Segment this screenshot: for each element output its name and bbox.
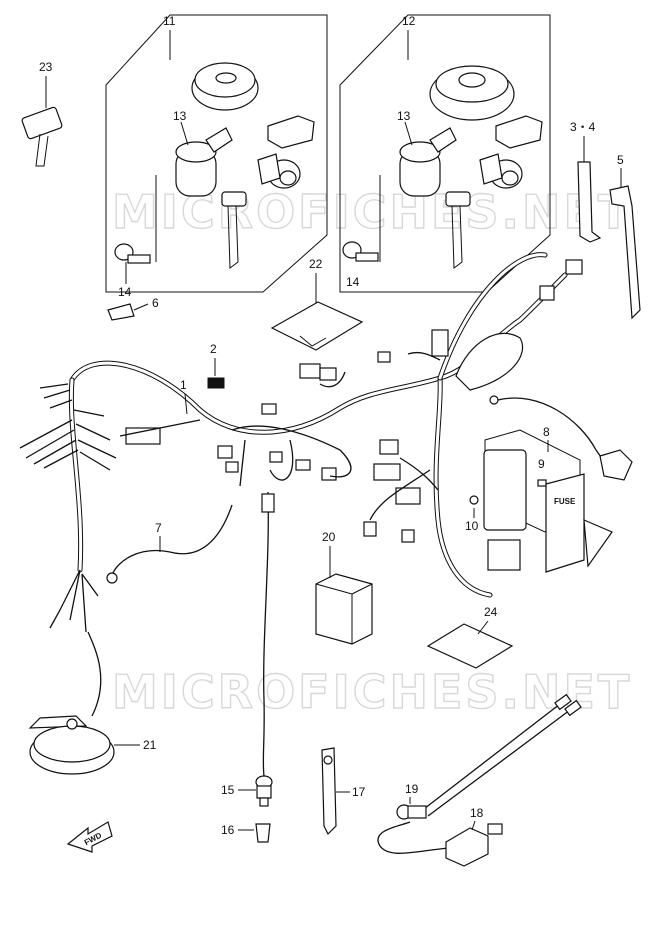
ignition-switch-set-12 [339, 14, 551, 293]
callout-10: 10 [465, 519, 479, 533]
callout-13-right: 13 [397, 109, 411, 123]
callout-2: 2 [210, 342, 217, 356]
watermark-bottom: MICROFICHES.NET [112, 665, 632, 719]
callout-14-left: 14 [118, 285, 132, 299]
callout-21: 21 [143, 738, 157, 752]
fuse-label: FUSE [554, 497, 576, 506]
sensor-19 [396, 804, 427, 820]
callout-16: 16 [221, 823, 235, 837]
ignition-switch-set-11 [105, 14, 328, 293]
callout-17: 17 [352, 785, 366, 799]
callout-9: 9 [538, 457, 545, 471]
callout-5: 5 [617, 153, 624, 167]
callout-18: 18 [470, 806, 484, 820]
bolt-14-right [342, 241, 379, 262]
relay-20 [315, 573, 373, 645]
callout-8: 8 [543, 425, 550, 439]
bolt-14-left [114, 243, 151, 264]
callout-1: 1 [180, 378, 187, 392]
callout-11: 11 [163, 14, 176, 28]
neutral-switch-15 [255, 775, 273, 807]
fuse-box-8: FUSE [483, 395, 633, 573]
callout-19: 19 [405, 782, 419, 796]
callout-7: 7 [155, 521, 162, 535]
sensor-18 [377, 821, 503, 867]
main-wiring-harness-1 [19, 252, 583, 633]
callout-6: 6 [152, 296, 159, 310]
horn-21 [28, 631, 115, 775]
callout-22: 22 [309, 257, 323, 271]
callout-12: 12 [402, 14, 416, 28]
callout-24: 24 [484, 605, 498, 619]
callout-20: 20 [322, 530, 336, 544]
callout-13-left: 13 [173, 109, 187, 123]
callout-23: 23 [39, 60, 53, 74]
callout-3-4: 3・4 [570, 120, 596, 134]
forward-direction-arrow: FWD [66, 821, 113, 853]
key-23 [21, 106, 63, 167]
callout-14-right: 14 [346, 275, 360, 289]
callout-15: 15 [221, 783, 235, 797]
